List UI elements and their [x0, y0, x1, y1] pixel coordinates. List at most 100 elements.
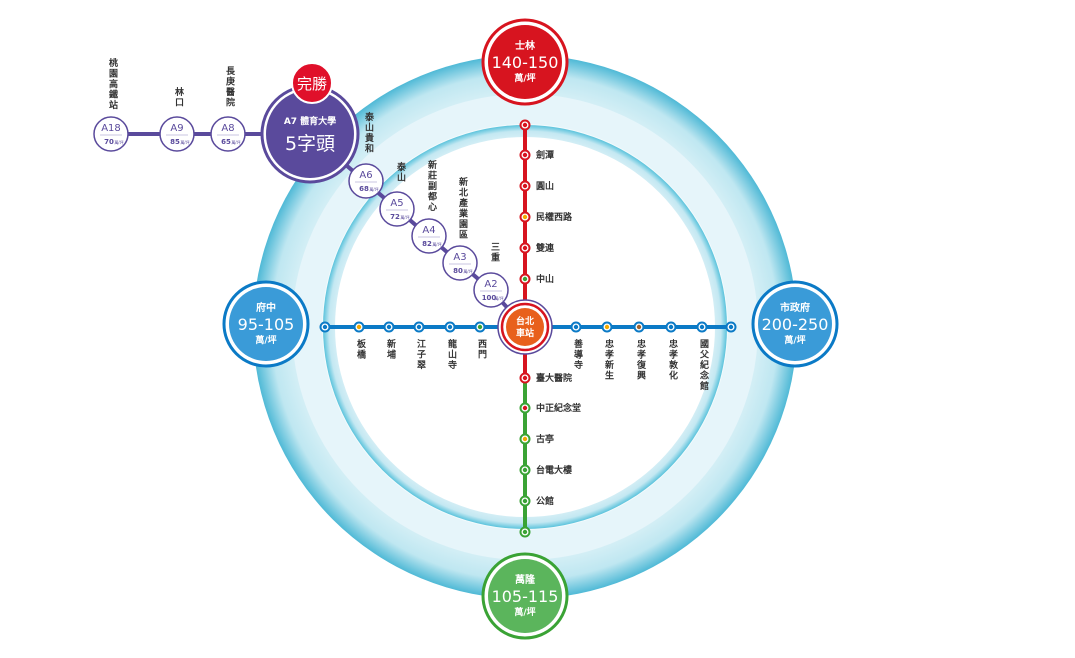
station-price: 72: [390, 213, 400, 221]
station-label: 新埔: [385, 339, 395, 360]
hub-unit: 萬/坪: [255, 334, 276, 346]
station-price: 68: [359, 185, 369, 193]
station-code: A5: [390, 198, 403, 209]
station-end-south-core: [522, 529, 528, 535]
station-blue-core: [636, 324, 642, 330]
station-label: 臺大醫院: [536, 372, 572, 384]
station-label: 善導寺: [572, 339, 582, 371]
station-red-core: [522, 214, 528, 220]
station-label: 公館: [536, 495, 554, 507]
hub-price: 200-250: [762, 315, 829, 334]
station-label: 新北產業園區: [457, 177, 467, 240]
hub-name: 萬隆: [515, 573, 536, 586]
station-green-core: [522, 498, 528, 504]
station-red-core: [522, 375, 528, 381]
station-unit: 萬/坪: [400, 214, 409, 220]
station-price: 80: [453, 267, 463, 275]
hub-unit: 萬/坪: [784, 334, 805, 346]
station-label: 泰山貴和: [363, 112, 373, 154]
station-label: 西門: [476, 339, 486, 360]
featured-code: A7 體育大學: [284, 115, 336, 127]
station-green-core: [522, 436, 528, 442]
win-badge-text: 完勝: [297, 75, 327, 93]
station-blue-core: [668, 324, 674, 330]
station-end-west-core: [322, 324, 328, 330]
station-code: A4: [422, 225, 435, 236]
station-blue-core: [386, 324, 392, 330]
station-blue-core: [477, 324, 483, 330]
station-price: 85: [170, 138, 180, 146]
station-red-core: [522, 152, 528, 158]
hub-unit: 萬/坪: [514, 606, 535, 618]
station-blue-core: [447, 324, 453, 330]
station-code: A9: [170, 123, 183, 134]
center-name-2: 車站: [516, 327, 534, 339]
station-code: A2: [484, 279, 497, 290]
station-label: 忠孝復興: [635, 339, 645, 381]
station-label: 板橋: [355, 339, 365, 360]
station-green-core: [522, 405, 528, 411]
station-unit: 萬/坪: [369, 186, 378, 192]
station-label: 桃園高鐵站: [107, 58, 117, 111]
featured-station-a7[interactable]: A7 體育大學 5字頭: [260, 84, 360, 184]
hub-name: 士林: [515, 39, 536, 52]
station-price: 82: [422, 240, 432, 248]
station-unit: 萬/坪: [463, 268, 472, 274]
station-label: 新莊副都心: [426, 160, 436, 213]
station-label: 中山: [536, 273, 554, 285]
station-label: 台電大樓: [536, 464, 572, 476]
hub-name: 府中: [256, 301, 276, 314]
station-end-east-core: [728, 324, 734, 330]
station-red-core: [522, 276, 528, 282]
station-label: 林口: [173, 87, 183, 108]
station-blue-core: [699, 324, 705, 330]
station-label: 長庚醫院: [224, 66, 234, 108]
center-name-1: 台北: [516, 315, 534, 327]
featured-price: 5字頭: [285, 133, 335, 155]
station-label: 泰山: [395, 162, 405, 183]
station-label: 國父紀念館: [698, 339, 708, 392]
station-label: 圓山: [536, 180, 554, 192]
station-label: 三重: [489, 242, 499, 263]
hub-price: 140-150: [492, 53, 559, 72]
station-unit: 萬/坪: [432, 241, 441, 247]
station-label: 中正紀念堂: [536, 402, 581, 414]
station-label: 忠孝新生: [603, 339, 613, 381]
station-unit: 萬/坪: [494, 295, 503, 301]
station-code: A8: [221, 123, 234, 134]
station-price: 70: [104, 138, 114, 146]
station-label: 古亭: [536, 433, 554, 445]
station-blue-core: [356, 324, 362, 330]
station-code: A3: [453, 252, 466, 263]
station-end-north-core: [522, 122, 528, 128]
station-blue-core: [573, 324, 579, 330]
station-red-core: [522, 183, 528, 189]
station-code: A6: [359, 170, 372, 181]
hub-name: 市政府: [780, 301, 810, 314]
station-blue-core: [604, 324, 610, 330]
station-blue-core: [416, 324, 422, 330]
station-label: 雙連: [536, 242, 555, 254]
station-unit: 萬/坪: [114, 139, 123, 145]
station-label: 忠孝敦化: [667, 339, 677, 381]
station-unit: 萬/坪: [231, 139, 240, 145]
station-code: A18: [101, 123, 121, 134]
station-red-core: [522, 245, 528, 251]
win-badge: [291, 62, 333, 104]
station-price: 100: [482, 294, 497, 302]
station-label: 龍山寺: [446, 339, 456, 371]
station-label: 民權西路: [536, 211, 573, 223]
